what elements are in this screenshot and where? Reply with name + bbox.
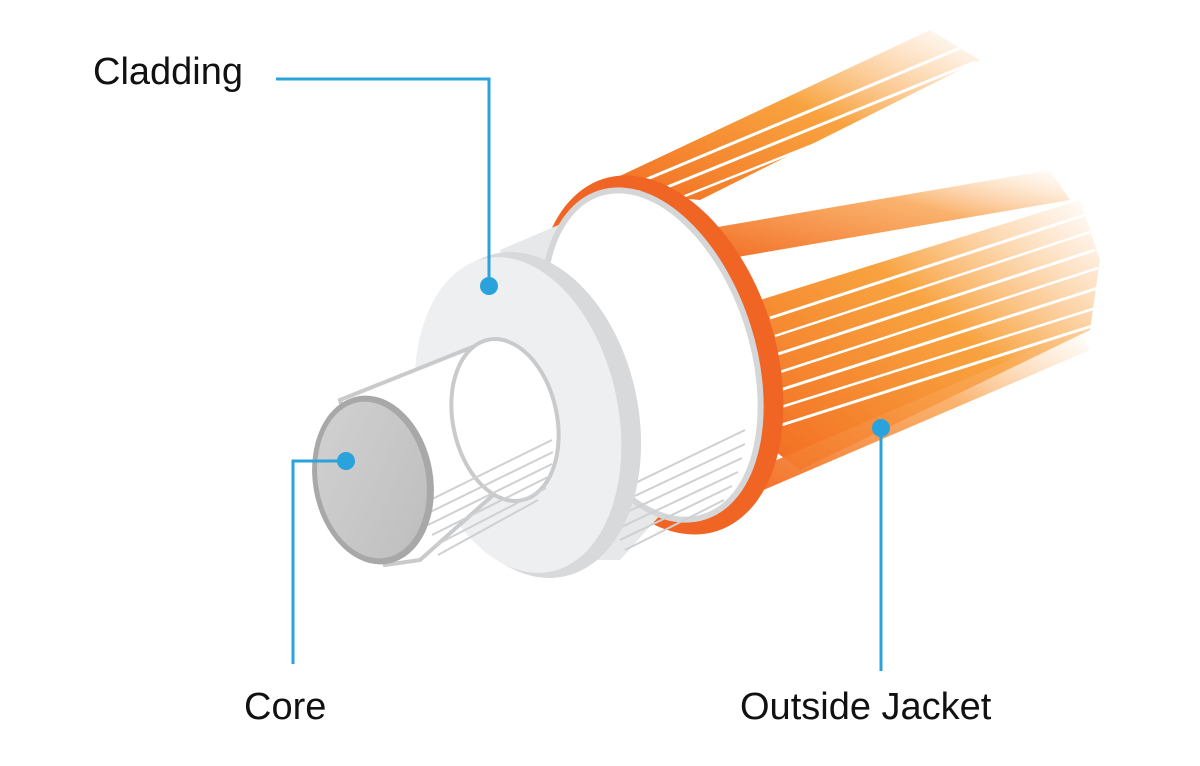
core-face — [312, 395, 434, 565]
cladding-marker-dot — [480, 277, 498, 295]
leader-line-outside-jacket — [872, 419, 890, 671]
outside-jacket-marker-dot — [872, 419, 890, 437]
core-label: Core — [244, 686, 327, 728]
core-fiber-lines — [419, 439, 554, 556]
core-marker-dot — [337, 452, 355, 470]
cladding-label: Cladding — [93, 51, 243, 93]
outside-jacket-label: Outside Jacket — [740, 686, 992, 728]
outside-jacket-strands-upper — [590, 30, 1070, 260]
leader-line-cladding — [276, 77, 498, 295]
outside-jacket-strands-lower — [730, 200, 1100, 500]
leader-line-core — [291, 452, 355, 664]
